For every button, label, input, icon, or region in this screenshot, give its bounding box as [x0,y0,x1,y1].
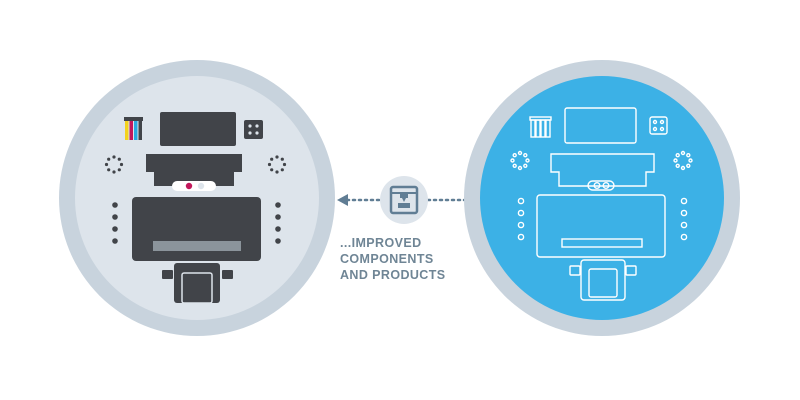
gear-left-outline-icon [510,150,530,171]
caption-line-1: ...IMPROVED [340,236,422,250]
gear-left-icon [104,155,124,174]
paper-tray-outline [569,259,637,301]
gear-right-outline-icon [673,150,693,171]
process-arrow [337,194,468,206]
screws-right-icon [275,202,281,244]
printer-carriage-outline [550,153,655,187]
printer-top-cover [160,112,236,146]
left-parts-circle [59,60,335,336]
printer-main-body [132,197,261,261]
ink-cartridges-icon [124,117,143,140]
chip-outline-icon [649,116,668,135]
caption-line-2: COMPONENTS [340,252,434,266]
printer-carriage [146,154,242,186]
screws-right-outline-icon [680,197,688,241]
3d-printer-icon [380,176,428,224]
caption: ...IMPROVED COMPONENTS AND PRODUCTS [340,235,480,283]
right-parts-circle [464,60,740,336]
caption-line-3: AND PRODUCTS [340,268,446,282]
screws-left-outline-icon [517,197,525,241]
printer-main-body-outline [536,194,666,258]
paper-tray [162,263,233,304]
printer-top-cover-outline [564,107,637,144]
ink-cartridges-outline-icon [529,116,552,138]
screws-left-icon [112,202,118,244]
chip-icon [244,120,263,139]
gear-right-icon [267,155,287,174]
